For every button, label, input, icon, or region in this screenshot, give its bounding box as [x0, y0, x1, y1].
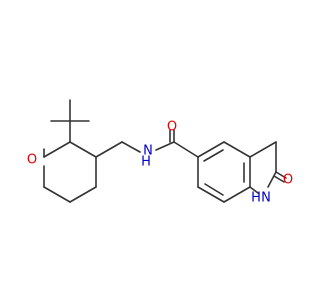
bond	[69, 186, 97, 203]
bond	[249, 186, 259, 194]
molecule-svg: O H N O H N O	[27, 99, 293, 206]
bond	[273, 175, 285, 183]
bond	[223, 141, 251, 158]
bond	[275, 171, 287, 179]
bond	[197, 141, 225, 158]
ring-oxygen-label: O	[27, 153, 37, 168]
bond	[267, 171, 277, 188]
lactam-nitrogen-label: N	[261, 191, 271, 206]
bond	[121, 141, 141, 153]
amide-nitrogen-label: N	[143, 144, 153, 159]
bond	[249, 141, 277, 158]
amide-hydrogen-label: H	[141, 155, 151, 170]
bond	[203, 149, 224, 162]
bond	[155, 141, 175, 151]
bond	[223, 186, 251, 203]
bond	[43, 141, 71, 158]
carbonyl-oxygen-label: O	[167, 120, 177, 135]
bond-layer	[43, 99, 287, 203]
bond	[43, 186, 71, 203]
lactam-oxygen-label: O	[283, 173, 293, 188]
lactam-hydrogen-label: H	[251, 191, 261, 206]
bond	[95, 141, 123, 158]
bond	[197, 186, 225, 203]
bond	[204, 183, 224, 196]
bond	[173, 141, 199, 158]
bond	[69, 141, 97, 158]
structure-diagram: O H N O H N O	[26, 99, 294, 206]
